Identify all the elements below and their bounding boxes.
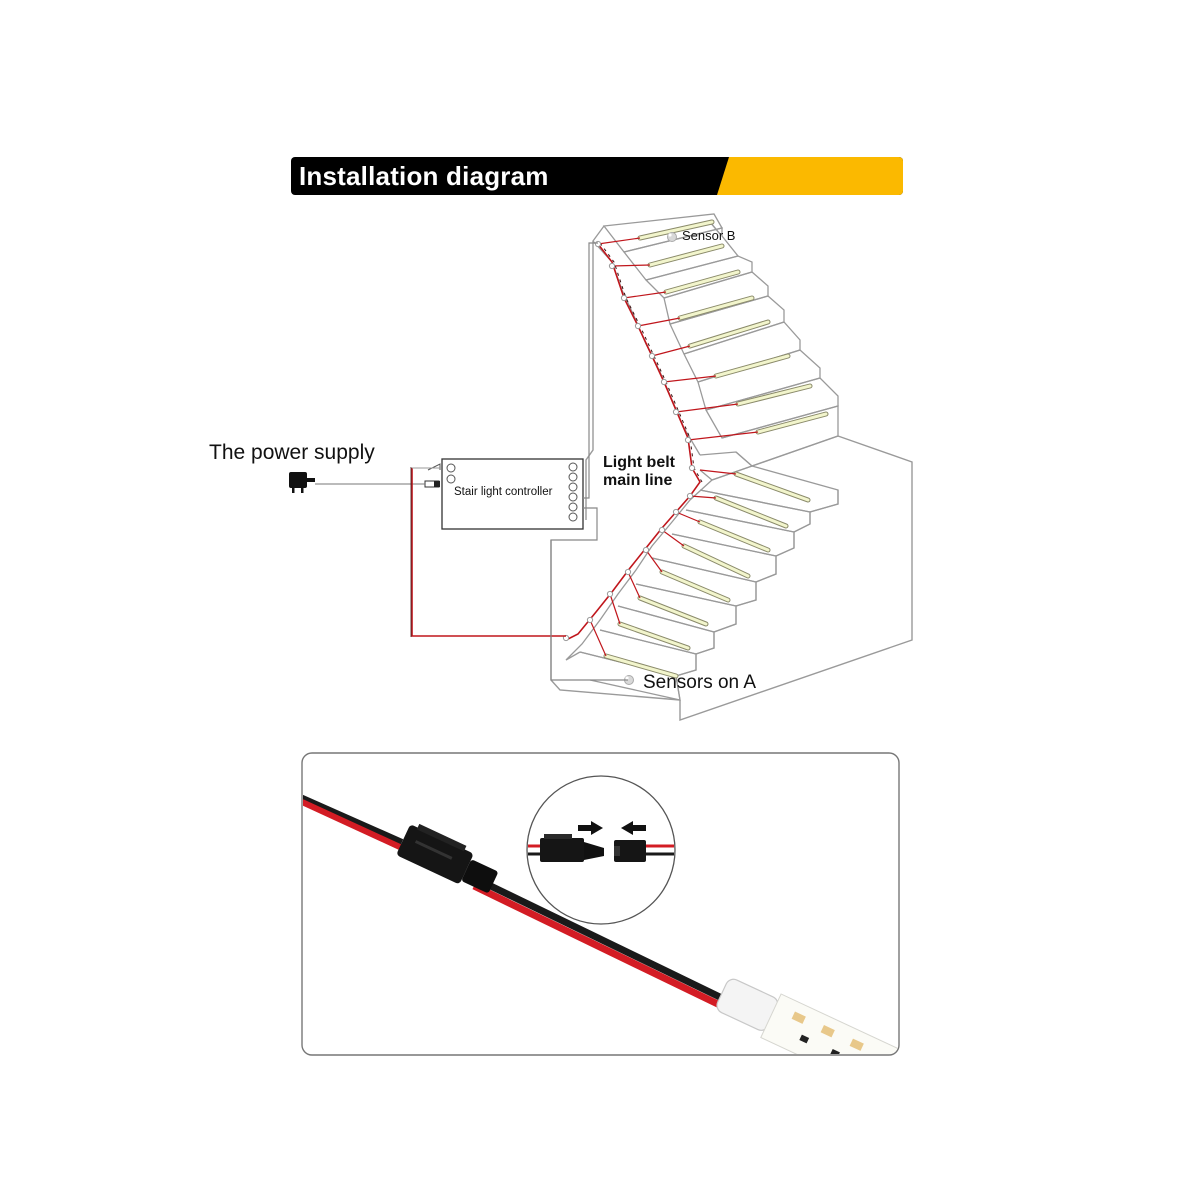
led-strips-lower xyxy=(603,471,811,679)
light-belt-main-line xyxy=(562,237,759,657)
connector-inset xyxy=(526,775,676,925)
controller-wires xyxy=(410,242,628,681)
sensor-a-label: Sensors on A xyxy=(643,672,756,693)
staircase xyxy=(550,221,913,721)
controller-label: Stair light controller xyxy=(454,486,553,498)
lower-flight-steps xyxy=(565,465,839,701)
connector-photo-panel xyxy=(301,752,900,1056)
title-bar: Installation diagram xyxy=(291,157,903,195)
upper-flight-steps xyxy=(592,213,839,467)
sensor-b-label: Sensor B xyxy=(682,228,735,243)
power-supply-label: The power supply xyxy=(209,441,375,464)
connector-cable xyxy=(303,792,898,1054)
led-strips-upper xyxy=(637,219,829,435)
power-adapter-icon xyxy=(289,472,315,493)
sensor-icon xyxy=(667,232,677,242)
arrow-left-icon xyxy=(621,821,646,835)
stair-light-controller: Stair light controller xyxy=(424,458,584,530)
landing xyxy=(699,451,754,481)
connector-plug-icon xyxy=(540,834,604,862)
title-accent xyxy=(717,157,903,195)
sensor-icon xyxy=(624,675,634,685)
page-title: Installation diagram xyxy=(299,161,549,191)
main-line-label-2: main line xyxy=(603,472,672,489)
arrow-right-icon xyxy=(578,821,603,835)
connector-plug-icon xyxy=(614,840,646,862)
main-line-label-1: Light belt xyxy=(603,454,676,471)
